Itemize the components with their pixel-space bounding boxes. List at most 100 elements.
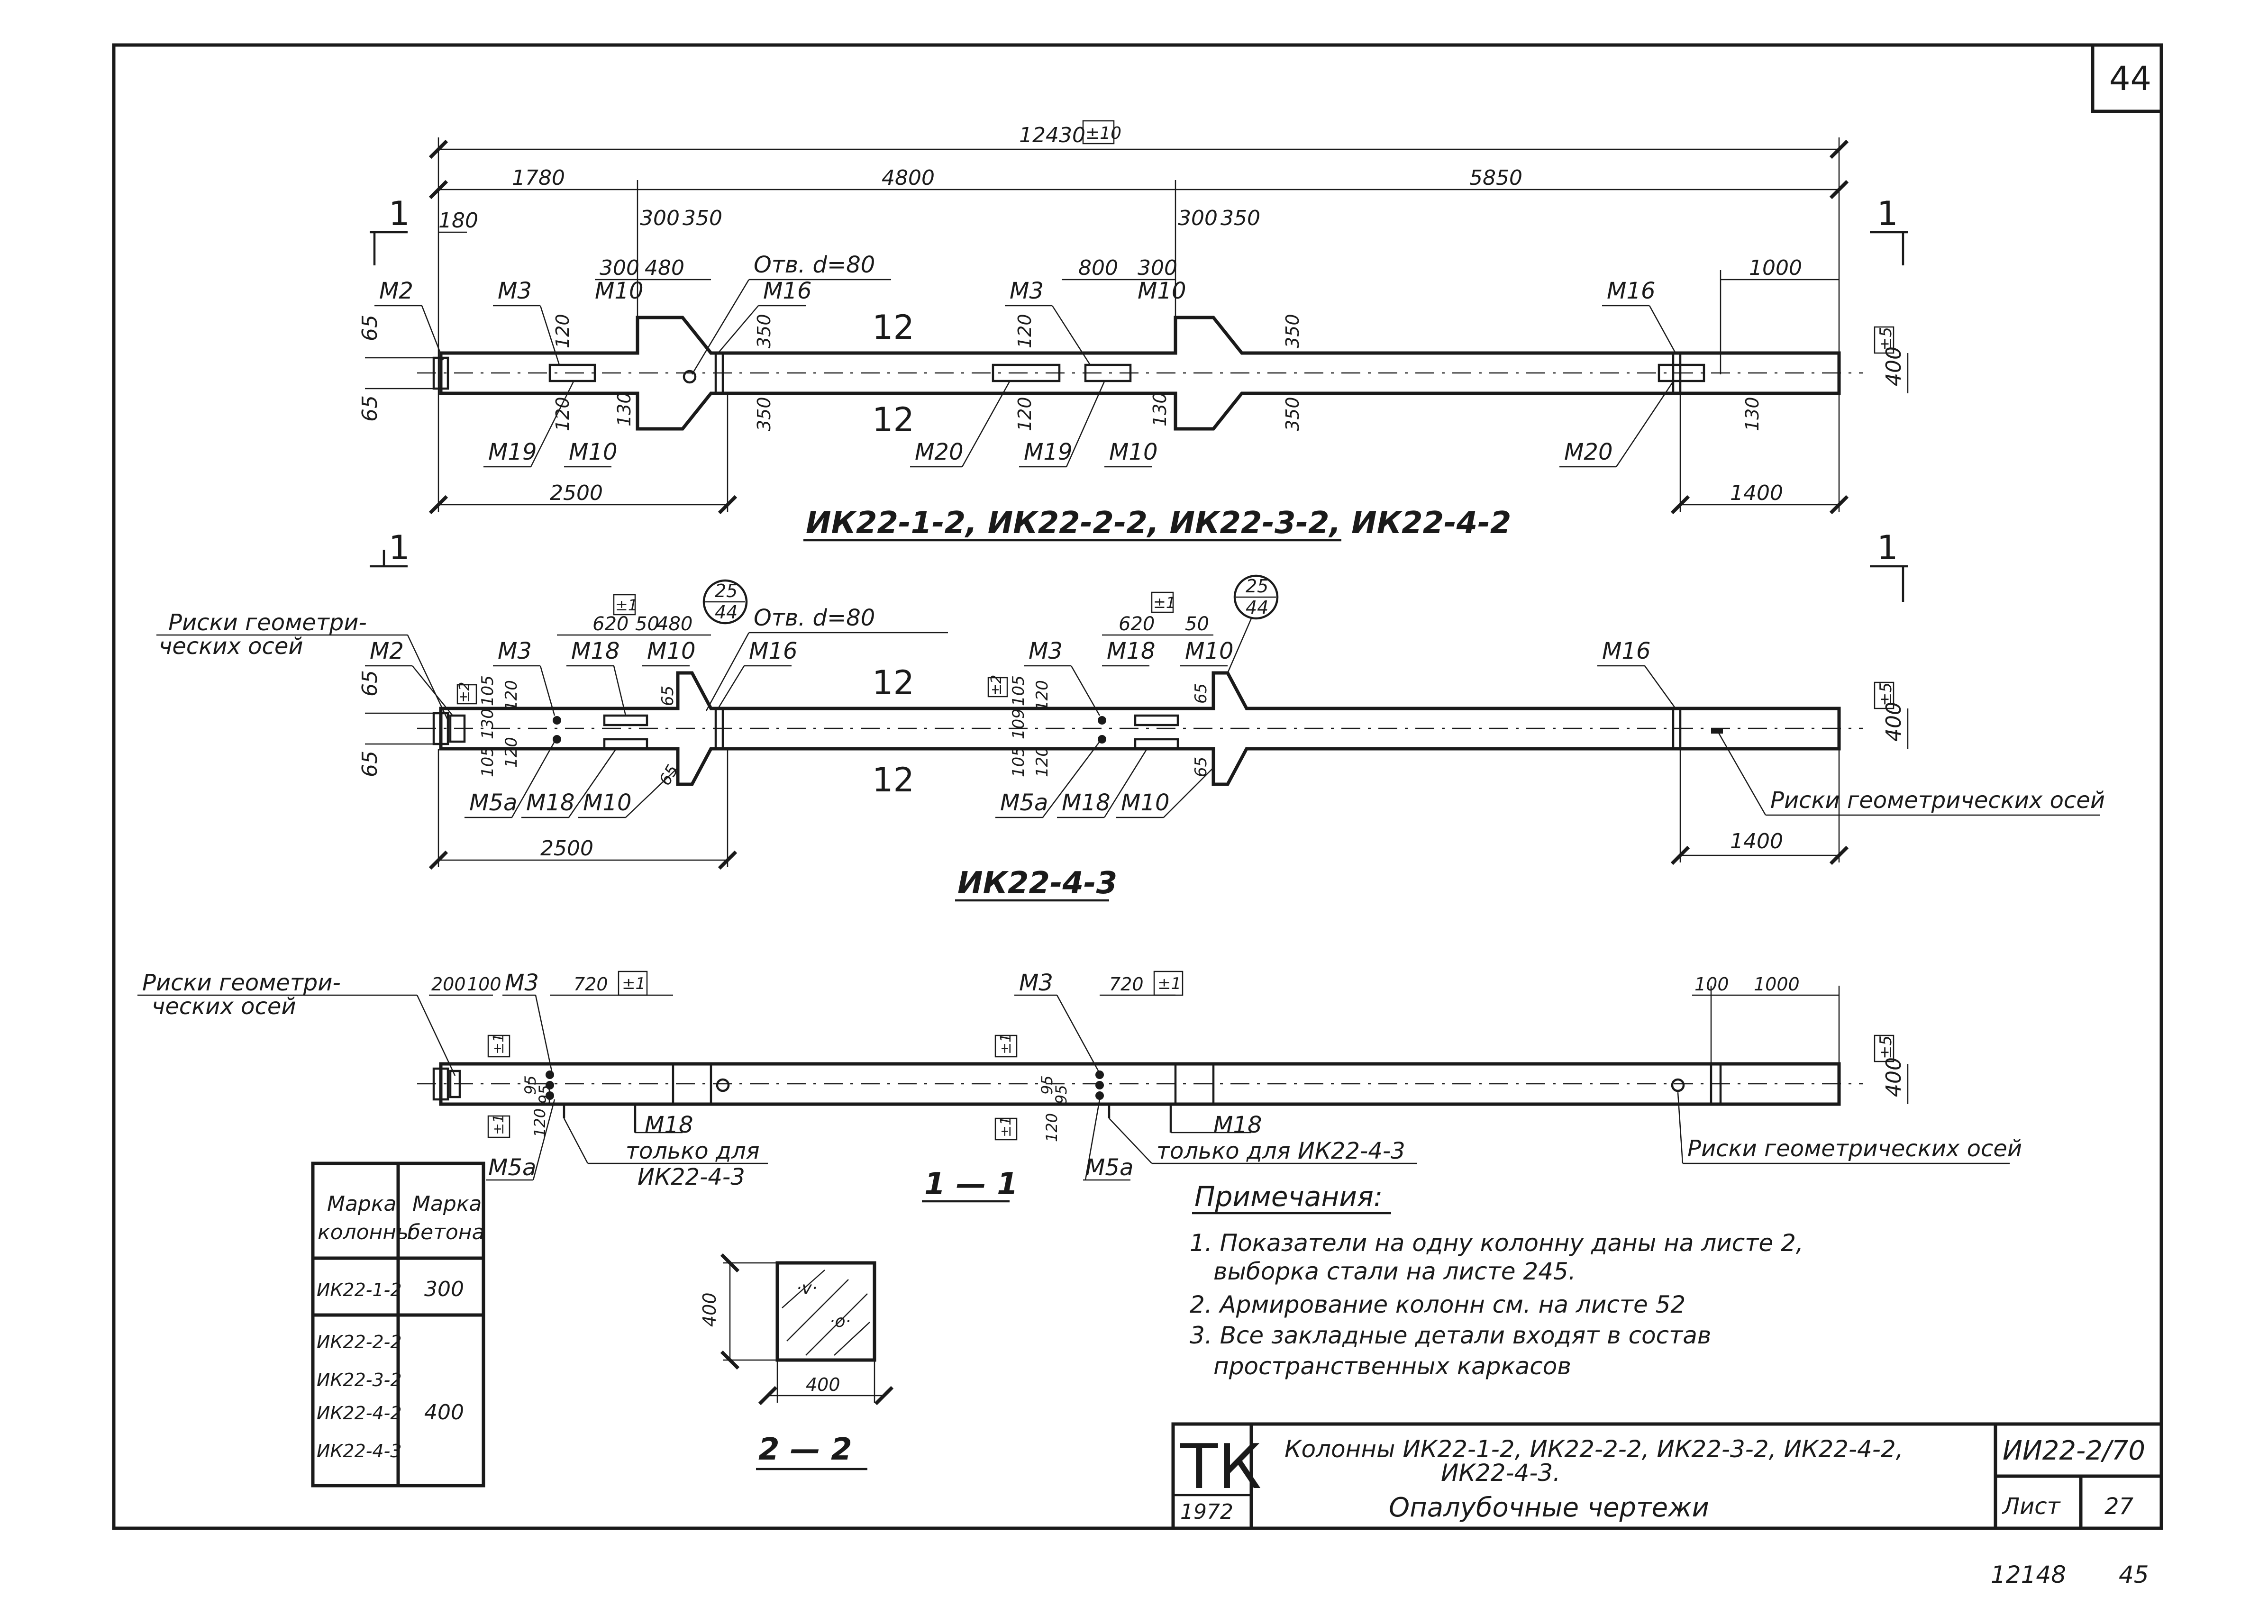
notes: Примечания: 1. Показатели на одну колонн…	[1190, 1180, 1803, 1380]
title-block: ТК 1972 Колонны ИК22-1-2, ИК22-2-2, ИК22…	[1171, 1422, 2163, 1530]
v3-dim-200: 200	[431, 974, 466, 995]
v1-dim-180: 180	[438, 209, 478, 233]
v2-dim-620a: 620	[592, 613, 628, 635]
table-r3c1: ИК22-3-2	[317, 1370, 402, 1390]
v2-dim-65a: 65	[358, 670, 382, 697]
v1-tol-5: ±5	[1876, 327, 1895, 351]
v1-dim-350a: 350	[683, 206, 722, 230]
note-1a: 1. Показатели на одну колонну даны на ли…	[1190, 1229, 1803, 1257]
v3-dim-95c: 95	[1038, 1075, 1056, 1095]
v1-dim-130c: 130	[1742, 397, 1763, 431]
v1-mark-m10c: M10	[569, 439, 618, 465]
v2-dim-120a: 120	[502, 680, 521, 711]
note-2: 2. Армирование колонн см. на листе 52	[1190, 1291, 1685, 1318]
v2-dim-105c: 105	[1009, 675, 1028, 706]
v3-only-for-a2: ИК22-4-3	[638, 1164, 745, 1190]
v2-dim-65f: 65	[1192, 757, 1211, 777]
stamp-right: 45	[2119, 1561, 2149, 1588]
v2-mark-m18b: M18	[1107, 638, 1156, 664]
v1-mark-m19a: M19	[488, 439, 537, 465]
v2-mark-m5a-a: M5a	[469, 789, 517, 816]
v3-risk-label-right: Риски геометрических осей	[1687, 1135, 2022, 1162]
v3-risk-label-1: Риски геометри-	[142, 970, 341, 996]
v1-mark-m3a: M3	[498, 278, 532, 304]
sheet-frame	[112, 43, 2163, 1530]
v2-mark-m5a-b: M5a	[1000, 789, 1048, 816]
v3-mark-m5a-b: M5a	[1085, 1154, 1133, 1181]
v3-only-for-a1: только для	[626, 1138, 760, 1164]
v2-dim-120d: 120	[1033, 746, 1052, 777]
note-3b: пространственных каркасов	[1213, 1352, 1571, 1380]
stamp-left: 12148	[1991, 1561, 2066, 1588]
tb-line2: ИК22-4-3.	[1441, 1459, 1560, 1487]
v1-dim-2500: 2500	[550, 481, 603, 505]
v3-dim-95b: 95	[536, 1085, 554, 1104]
v2-hole-label: Отв. d=80	[754, 605, 875, 631]
v1-mark-m20a: M20	[915, 439, 964, 465]
table-col2-h2: бетона	[408, 1220, 485, 1244]
v1-dim-350f: 350	[1282, 397, 1303, 431]
v1-overall-dim: 12430	[1019, 123, 1085, 147]
v2-risk-label-right: Риски геометрических осей	[1770, 787, 2105, 814]
v1-mark-m16a: M16	[763, 278, 812, 304]
view1-elevation: 12430 ±10 1780 4800 5850 180 300 350 300…	[358, 120, 1909, 542]
v1-mark-m10b: M10	[1138, 278, 1186, 304]
v1-dim-300a: 300	[640, 206, 680, 230]
v2-section-mark-right: 1	[1877, 528, 1898, 567]
v2-dim-65c: 65	[658, 686, 677, 706]
v2-tol-5: ±5	[1876, 682, 1895, 706]
v2-num-12-bot: 12	[872, 761, 914, 799]
v1-dim-350c: 350	[754, 314, 774, 348]
v1-dim-4800: 4800	[882, 166, 935, 190]
v1-dim-130a: 130	[614, 392, 635, 426]
v2-mark-m2: M2	[370, 638, 404, 664]
v1-mark-m20b: M20	[1564, 439, 1613, 465]
tb-line3: Опалубочные чертежи	[1389, 1492, 1709, 1523]
v1-dim-480: 480	[645, 256, 684, 280]
v3-tol-1a: ±1	[622, 974, 646, 993]
s22-dim-h: 400	[699, 1292, 720, 1327]
v2-tol-2a: ±2	[456, 682, 473, 703]
notes-heading: Примечания:	[1194, 1180, 1383, 1213]
v2-mark-m10c: M10	[583, 789, 632, 816]
table-r4c1: ИК22-4-2	[317, 1403, 402, 1424]
v2-section-mark-left: 1	[389, 528, 410, 567]
tb-sheet-label: Лист	[2002, 1493, 2061, 1520]
v2-mark-m18d: M18	[1062, 789, 1111, 816]
v2-dim-620b: 620	[1119, 613, 1155, 635]
note-1b: выборка стали на листе 245.	[1213, 1258, 1576, 1285]
v2-dim-105d: 105	[1009, 746, 1028, 777]
v1-dim-1000: 1000	[1749, 256, 1802, 280]
v1-mark-m19b: M19	[1024, 439, 1073, 465]
v2-mark-m18a: M18	[571, 638, 620, 664]
v1-dim-300b: 300	[600, 256, 639, 280]
v2-mark-m16a: M16	[749, 638, 798, 664]
v2-dim-50a: 50	[635, 613, 659, 635]
v2-mark-m18c: M18	[526, 789, 575, 816]
v2-dim-109: 109	[1009, 708, 1028, 739]
section-2-2: ·v· ·o· 400 400 2 — 2	[699, 1253, 894, 1470]
table-r2c1: ИК22-2-2	[317, 1332, 402, 1352]
v2-mark-m16b: M16	[1602, 638, 1651, 664]
v3-tol-1d: ±1	[998, 1034, 1014, 1054]
v1-dim-350e: 350	[1282, 314, 1303, 348]
table-r1c1: ИК22-1-2	[317, 1279, 402, 1300]
v3-tol-1f: ±1	[998, 1116, 1014, 1137]
concrete-grade-table: Марка колонны Марка бетона ИК22-1-2 300 …	[311, 1161, 485, 1488]
v1-dim-120c: 120	[1014, 314, 1035, 348]
v1-hole-label: Отв. d=80	[754, 252, 875, 278]
v2-dim-120b: 120	[502, 737, 521, 768]
v3-tol-1b: ±1	[1157, 974, 1181, 993]
v1-dim-350d: 350	[754, 397, 774, 431]
v3-only-for-b: только для ИК22-4-3	[1157, 1138, 1405, 1164]
v1-dim-65b: 65	[358, 395, 382, 422]
sheet-corner-number: 44	[2109, 59, 2151, 98]
v1-num-12-bot: 12	[872, 400, 914, 439]
v1-num-12-top: 12	[872, 308, 914, 347]
v2-dim-65b: 65	[358, 751, 382, 777]
v3-dim-100b: 100	[1694, 974, 1729, 995]
table-r1c2: 300	[424, 1277, 464, 1301]
v3-mark-m3a: M3	[505, 970, 539, 996]
v1-title: ИК22-1-2, ИК22-2-2, ИК22-3-2, ИК22-4-2	[806, 506, 1511, 541]
view3-section: Риски геометри- ческих осей 200 100 M3 7…	[137, 970, 2022, 1203]
